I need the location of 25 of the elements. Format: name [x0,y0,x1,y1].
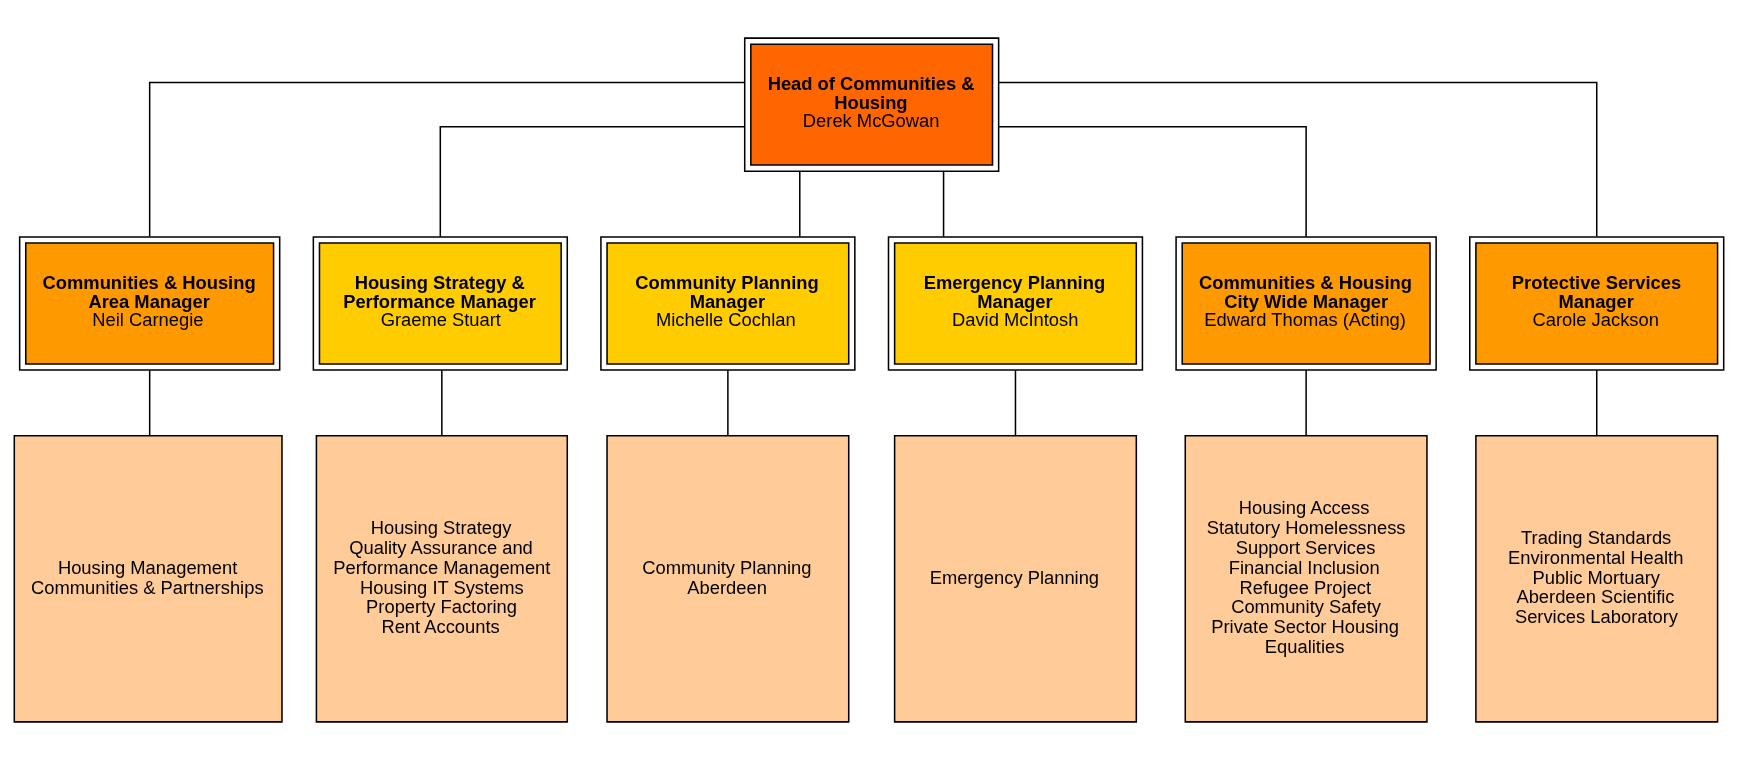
connector [998,81,1598,238]
connector [727,369,729,437]
node-box: Community Planning Aberdeen [606,435,850,723]
node-box: Communities & Housing City Wide Manager Edward Thomas (Acting) [1175,236,1437,371]
node-box: Community Planning Manager Michelle Cochlan [600,236,856,371]
node-box: Housing Access Statutory Homelessness Support Services Financial Inclusion Refugee Project Community Safety Private Sector Housing Equalities [1184,435,1428,723]
connector [799,170,801,238]
connector [1305,369,1307,437]
connector [439,126,746,238]
node-box: Trading Standards Environmental Health Public Mortuary Aberdeen Scientific Services Laboratory [1475,435,1719,723]
node-box: Emergency Planning Manager David McIntosh [887,236,1144,371]
node-box: Housing Management Communities & Partnerships [13,435,283,723]
node-box: Head of Communities & Housing Derek McGowan [743,37,1000,172]
node-box: Housing Strategy & Performance Manager Graeme Stuart [312,236,569,371]
connector [148,369,151,437]
node-box: Emergency Planning [893,435,1138,723]
connector [998,126,1307,238]
connector [148,81,746,238]
connector [1595,369,1598,437]
node-box: Protective Services Manager Carole Jackson [1469,236,1725,371]
connector [942,170,945,238]
node-box: Housing Strategy Quality Assurance and Performance Management Housing IT Systems Property Factoring Rent Accounts [315,435,569,723]
connector [1014,369,1017,437]
node-box: Communities & Housing Area Manager Neil Carnegie [18,236,281,371]
connector [441,369,443,437]
